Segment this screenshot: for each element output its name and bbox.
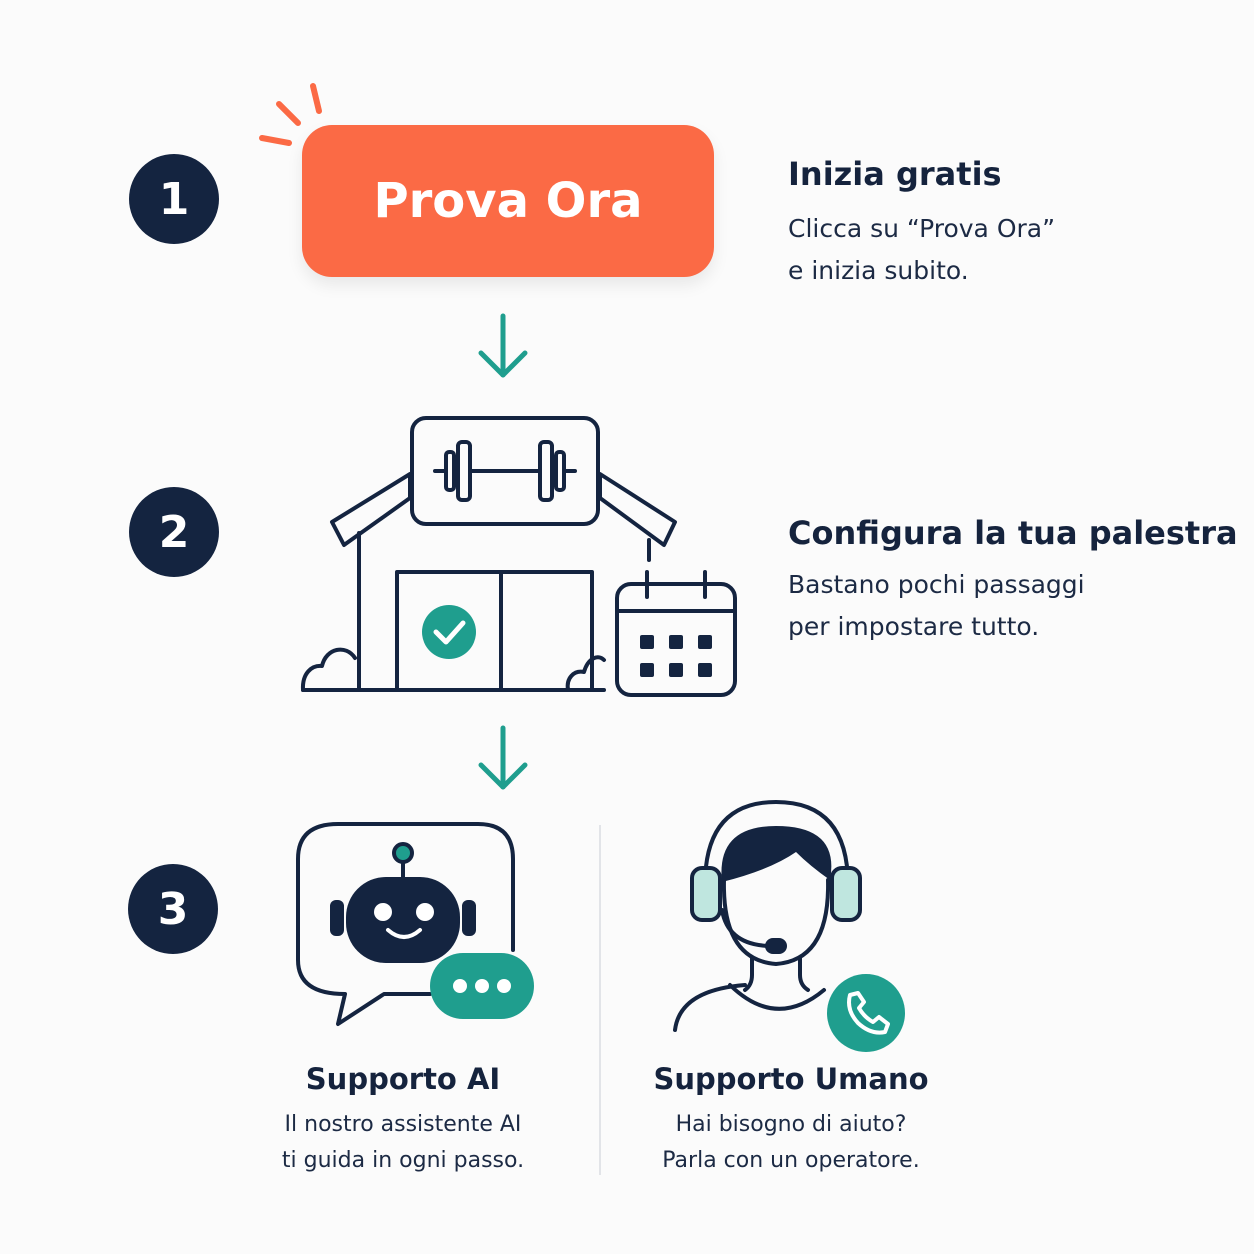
- human-operator-headset-icon: [673, 800, 905, 1052]
- support-ai-description-line: ti guida in ogni passo.: [281, 1148, 525, 1173]
- step-2-title: Configura la tua palestra: [788, 514, 1238, 552]
- sparkle-burst-icon: [259, 83, 322, 146]
- step-number-badge-3: 3: [128, 864, 218, 954]
- arrow-down-icon: [478, 725, 528, 790]
- prova-ora-label: Prova Ora: [373, 173, 643, 229]
- step-number-badge-2: 2: [129, 487, 219, 577]
- support-ai-description-line: Il nostro assistente AI: [284, 1112, 522, 1137]
- gym-building-icon: [300, 416, 737, 697]
- step-number: 1: [158, 173, 190, 225]
- step-number: 2: [158, 506, 190, 558]
- step-number-badge-1: 1: [129, 154, 219, 244]
- support-ai-title: Supporto AI: [305, 1062, 501, 1096]
- step-number: 3: [157, 883, 189, 935]
- support-human-description-line: Parla con un operatore.: [662, 1148, 920, 1173]
- step-1-description-line: e inizia subito.: [788, 256, 969, 285]
- step-1-title: Inizia gratis: [788, 155, 1002, 193]
- prova-ora-button[interactable]: Prova Ora: [302, 125, 714, 277]
- support-human-description-line: Hai bisogno di aiuto?: [675, 1112, 907, 1137]
- arrow-down-icon: [478, 313, 528, 378]
- step-1-description-line: Clicca su “Prova Ora”: [788, 214, 1056, 243]
- step-1-description: Clicca su “Prova Ora” e inizia subito.: [788, 208, 1055, 292]
- step-2-description-line: per impostare tutto.: [788, 612, 1040, 641]
- support-human-description: Hai bisogno di aiuto? Parla con un opera…: [626, 1107, 956, 1179]
- support-human-title: Supporto Umano: [653, 1062, 929, 1096]
- column-divider: [599, 825, 601, 1175]
- support-ai-description: Il nostro assistente AI ti guida in ogni…: [238, 1107, 568, 1179]
- step-2-description: Bastano pochi passaggi per impostare tut…: [788, 564, 1085, 648]
- ai-robot-chat-icon: [296, 822, 534, 1026]
- step-2-description-line: Bastano pochi passaggi: [788, 570, 1085, 599]
